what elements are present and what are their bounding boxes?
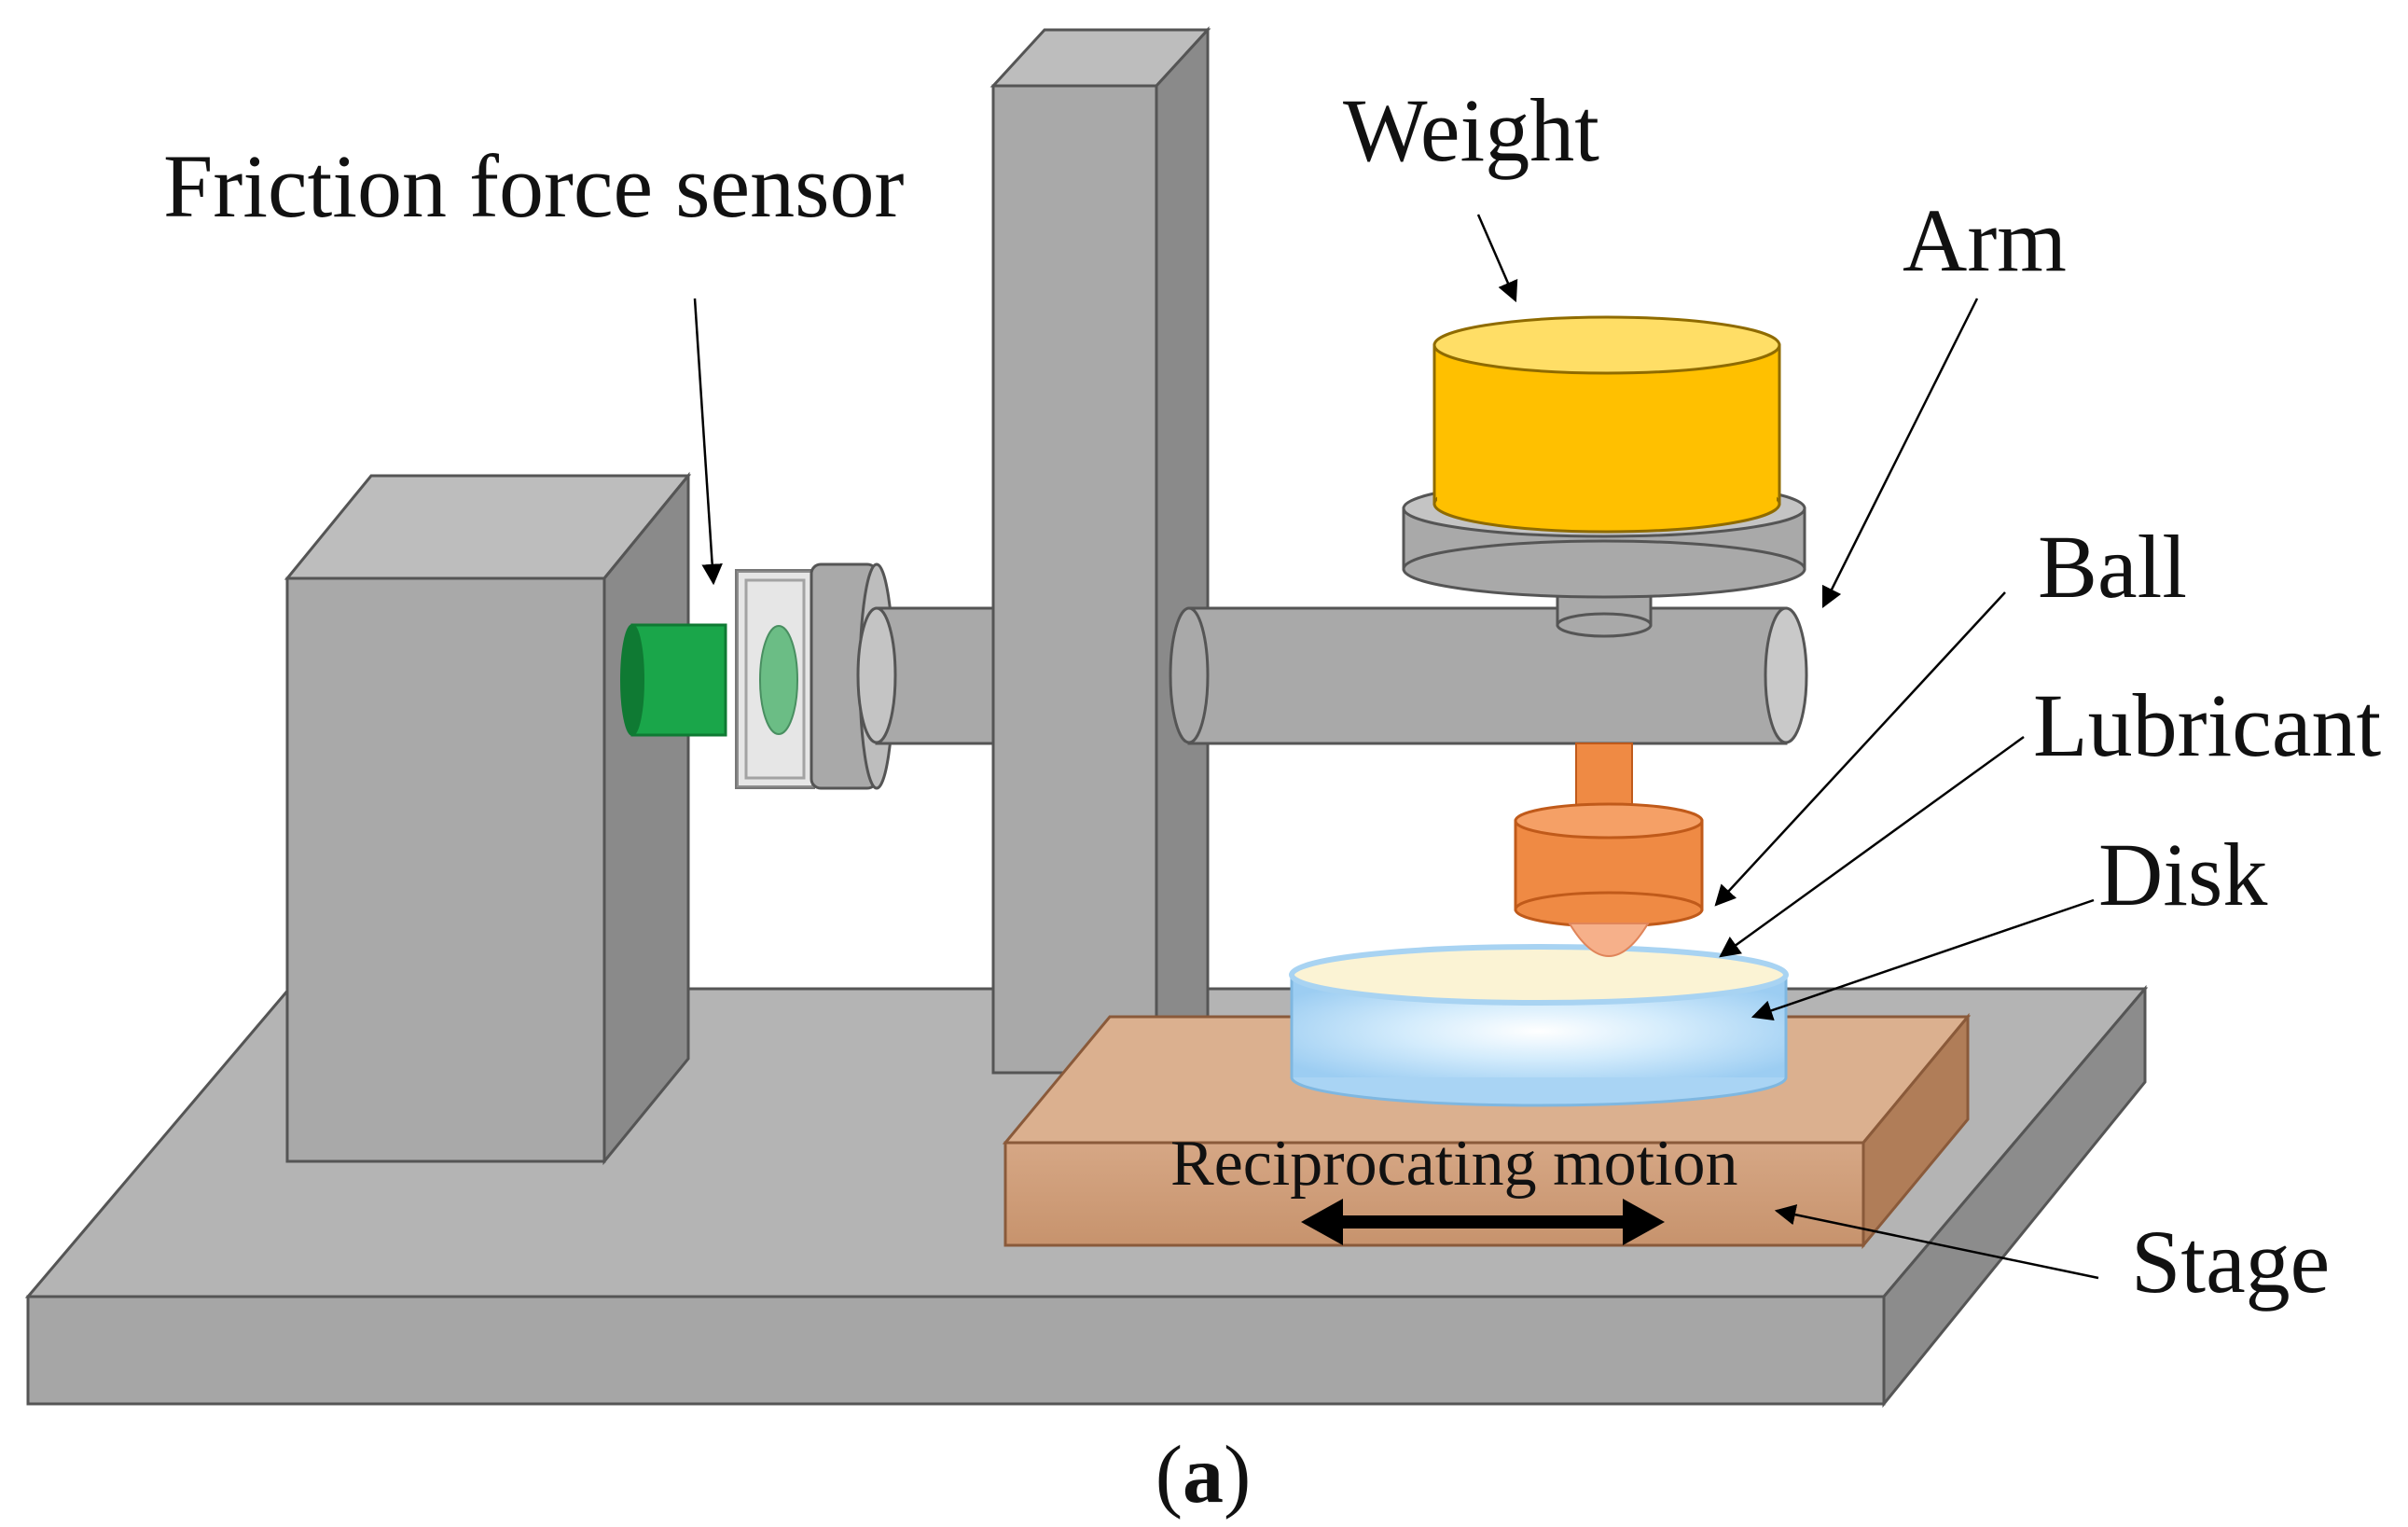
figure-caption: (a) bbox=[1156, 1430, 1252, 1520]
label-ball: Ball bbox=[2038, 517, 2187, 617]
weight-leader bbox=[1476, 214, 1518, 303]
label-disk: Disk bbox=[2098, 825, 2267, 924]
base-plate-front bbox=[26, 1295, 1886, 1406]
friction-force-sensor bbox=[620, 569, 815, 789]
label-stage: Stage bbox=[2131, 1212, 2330, 1312]
reciprocating-motion-arrow bbox=[1301, 1199, 1665, 1245]
lubricant-film bbox=[1289, 944, 1789, 1006]
disk-leader bbox=[1751, 898, 2095, 1021]
ball-leader bbox=[1714, 591, 2006, 907]
arm-leader bbox=[1821, 298, 1979, 609]
label-reciprocating-motion: Reciprocating motion bbox=[1170, 1128, 1737, 1200]
label-friction-force-sensor: Friction force sensor bbox=[163, 136, 904, 236]
label-weight: Weight bbox=[1343, 80, 1599, 180]
sensor-leader bbox=[693, 298, 723, 586]
disk bbox=[1289, 944, 1789, 1107]
vertical-column bbox=[989, 26, 1211, 1076]
left-shaft bbox=[856, 606, 1000, 745]
labels: Friction force sensor Weight Arm Ball Lu… bbox=[163, 80, 2382, 1520]
stage-leader bbox=[1774, 1204, 2099, 1280]
label-arm: Arm bbox=[1903, 190, 2067, 290]
ball-holder bbox=[1514, 743, 1704, 957]
base-plate-side bbox=[1882, 984, 2147, 1409]
label-lubricant: Lubricant bbox=[2033, 675, 2382, 775]
lubricant-leader bbox=[1719, 735, 2025, 958]
weight-block bbox=[1432, 315, 1781, 534]
arm bbox=[1169, 606, 1808, 745]
leader-lines bbox=[693, 214, 2099, 1280]
sensor-housing-box bbox=[284, 471, 692, 1166]
ball-tip bbox=[1568, 923, 1650, 957]
